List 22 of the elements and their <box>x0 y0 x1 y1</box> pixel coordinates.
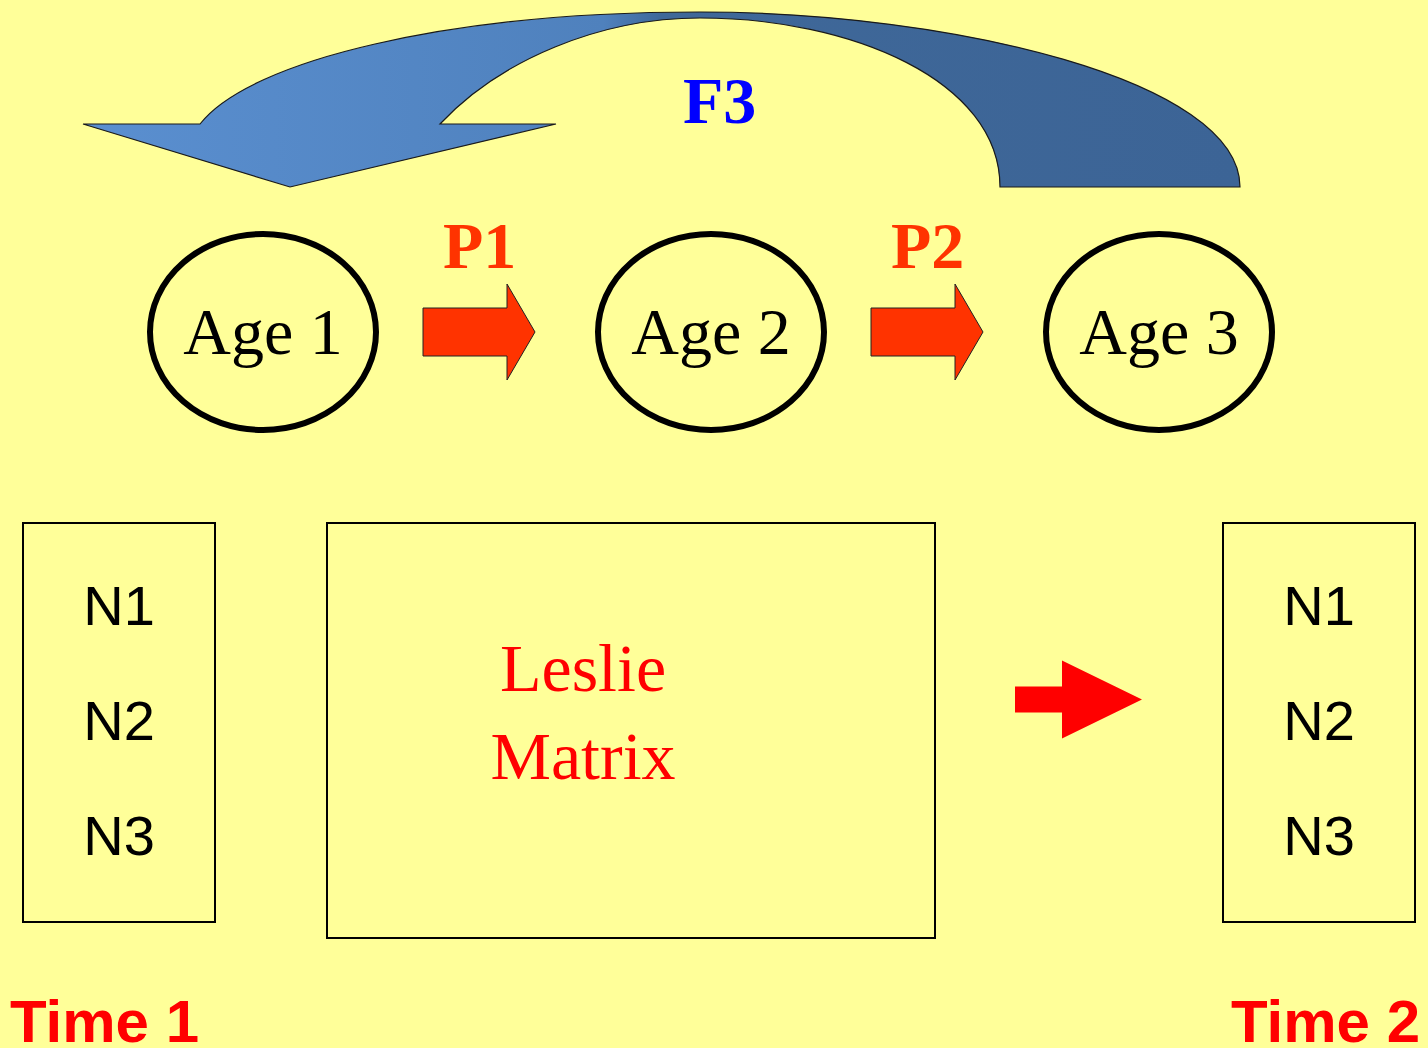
block-arrow <box>870 283 984 381</box>
population-vector-box <box>22 522 216 923</box>
age-class-circle <box>1043 231 1275 433</box>
population-vector-box <box>1222 522 1416 923</box>
block-arrow <box>82 11 1241 188</box>
matrix-box <box>326 522 936 939</box>
edge-label: F3 <box>683 68 757 134</box>
population-count-label: N1 <box>1283 576 1355 636</box>
population-count-label: N1 <box>83 576 155 636</box>
population-count-label: N3 <box>83 806 155 866</box>
block-arrow <box>1015 660 1142 739</box>
edge-label: P1 <box>443 213 517 279</box>
time-label: Time 2 <box>1231 992 1420 1048</box>
edge-label: P2 <box>891 213 965 279</box>
matrix-label: Leslie Matrix <box>489 629 677 796</box>
population-count-label: N2 <box>1283 691 1355 751</box>
age-class-circle <box>147 231 379 433</box>
age-class-circle <box>595 231 827 433</box>
population-count-label: N3 <box>1283 806 1355 866</box>
block-arrow <box>422 283 536 381</box>
population-count-label: N2 <box>83 691 155 751</box>
time-label: Time 1 <box>10 992 199 1048</box>
